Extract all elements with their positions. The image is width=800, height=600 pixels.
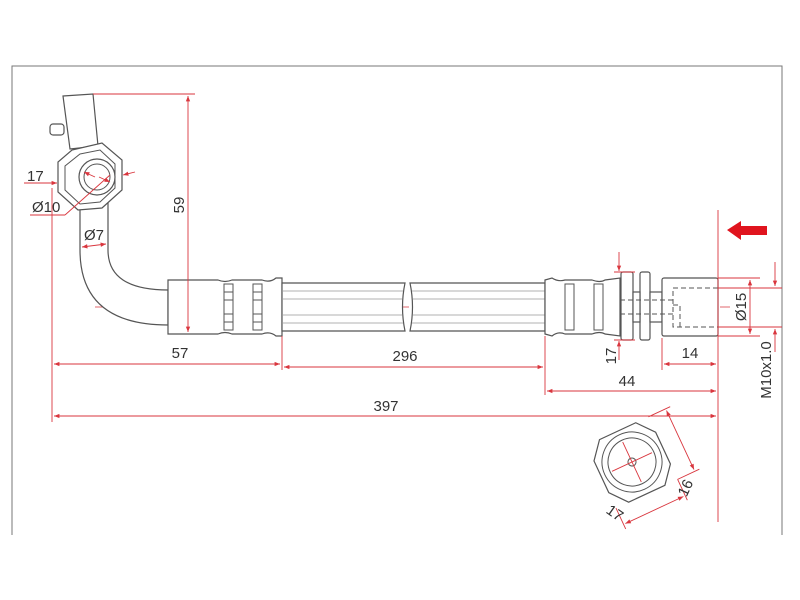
- dim-banjo-width: 17: [27, 168, 44, 185]
- dim-total-length: 397: [373, 398, 398, 415]
- dimension-lines: [24, 93, 782, 522]
- dim-height-59: 59: [171, 197, 188, 214]
- right-crimp-fitting: [544, 271, 719, 341]
- dim-end-cap-length: 14: [682, 345, 699, 362]
- drawing-frame: [11, 65, 783, 535]
- dim-hex-width: 16: [675, 477, 697, 499]
- dim-hex-across-flats: 17: [603, 502, 626, 525]
- dim-right-fitting-length: 44: [619, 373, 636, 390]
- dim-nut-height: 17: [603, 348, 620, 365]
- dim-banjo-bore: Ø10: [32, 199, 60, 216]
- banjo-fitting: [49, 93, 169, 326]
- dim-end-diameter: Ø15: [733, 293, 750, 321]
- dim-hose-length: 296: [392, 348, 417, 365]
- dim-left-length: 57: [172, 345, 189, 362]
- left-crimp-fitting: [167, 277, 283, 337]
- hex-end-view: [593, 406, 700, 530]
- dim-thread: M10x1.0: [758, 341, 775, 399]
- dim-pipe-diameter: Ø7: [84, 227, 104, 244]
- direction-arrow-icon: [727, 221, 767, 240]
- hose: [281, 282, 546, 332]
